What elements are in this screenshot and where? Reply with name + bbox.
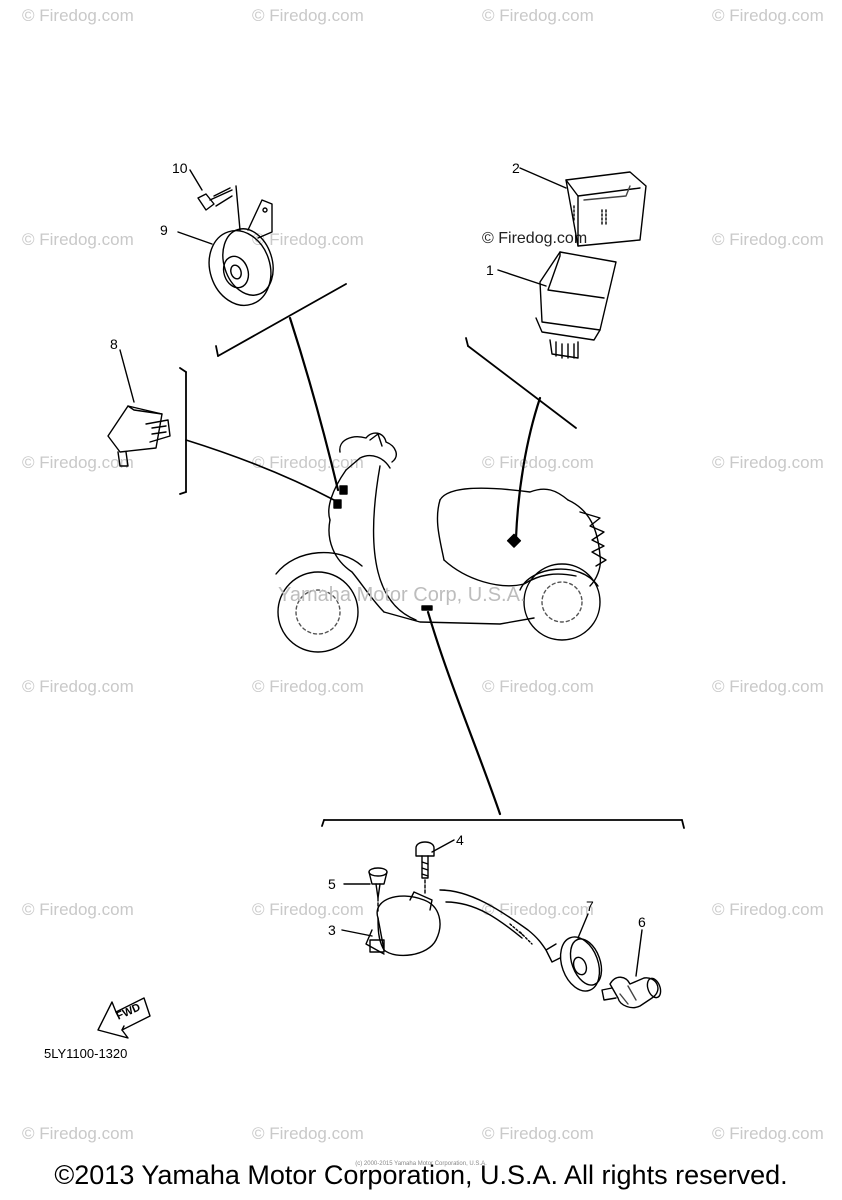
watermark: © Firedog.com bbox=[252, 230, 364, 249]
fwd-arrow-icon bbox=[97, 997, 151, 1039]
watermark: © Firedog.com bbox=[712, 453, 824, 472]
scooter-illustration bbox=[275, 432, 607, 653]
copyright-footer: ©2013 Yamaha Motor Corporation, U.S.A. A… bbox=[54, 1160, 788, 1190]
watermark: © Firedog.com bbox=[22, 230, 134, 249]
callout-5: 5 bbox=[328, 876, 336, 892]
callout-8: 8 bbox=[110, 336, 118, 352]
watermark: © Firedog.com bbox=[252, 900, 364, 919]
callout-4: 4 bbox=[456, 832, 464, 848]
watermark: © Firedog.com bbox=[22, 6, 134, 25]
callout-3: 3 bbox=[328, 922, 336, 938]
part-9-horn bbox=[208, 185, 274, 307]
watermark: © Firedog.com bbox=[482, 453, 594, 472]
part-8-relay bbox=[107, 405, 171, 467]
watermark: © Firedog.com bbox=[712, 900, 824, 919]
watermark: © Firedog.com bbox=[22, 453, 134, 472]
diagram-watermark: © Firedog.com bbox=[482, 230, 588, 247]
callout-2: 2 bbox=[512, 160, 520, 176]
watermark: © Firedog.com bbox=[22, 1124, 134, 1143]
part-7-plug-cap bbox=[545, 936, 603, 992]
part-2-cover bbox=[565, 171, 647, 247]
watermark: © Firedog.com bbox=[482, 677, 594, 696]
yamaha-watermark: Yamaha Motor Corp, U.S.A. bbox=[278, 584, 526, 606]
watermark: © Firedog.com bbox=[712, 1124, 824, 1143]
callout-1: 1 bbox=[486, 262, 494, 278]
callout-6: 6 bbox=[638, 914, 646, 930]
watermark: © Firedog.com bbox=[712, 230, 824, 249]
watermark: © Firedog.com bbox=[482, 900, 594, 919]
part-6-plug-boot bbox=[601, 976, 662, 1009]
watermark: © Firedog.com bbox=[252, 1124, 364, 1143]
watermark: © Firedog.com bbox=[22, 677, 134, 696]
tiny-copyright-note: (c) 2000-2015 Yamaha Motor Corporation, … bbox=[355, 1161, 487, 1167]
watermark: © Firedog.com bbox=[252, 453, 364, 472]
watermark: © Firedog.com bbox=[482, 6, 594, 25]
part-10-bolt bbox=[197, 187, 233, 211]
watermark: © Firedog.com bbox=[22, 900, 134, 919]
watermark: © Firedog.com bbox=[482, 1124, 594, 1143]
watermark: © Firedog.com bbox=[712, 6, 824, 25]
watermark: © Firedog.com bbox=[712, 677, 824, 696]
part-1-unit bbox=[535, 251, 617, 359]
part-3-coil bbox=[365, 889, 547, 957]
callout-9: 9 bbox=[160, 222, 168, 238]
watermark: © Firedog.com bbox=[252, 677, 364, 696]
diagram-code: 5LY1100-1320 bbox=[44, 1046, 128, 1061]
part-5-screw bbox=[368, 867, 388, 913]
watermark: © Firedog.com bbox=[252, 6, 364, 25]
callout-7: 7 bbox=[586, 898, 594, 914]
callout-10: 10 bbox=[172, 160, 188, 176]
part-4-bolt bbox=[415, 841, 435, 895]
